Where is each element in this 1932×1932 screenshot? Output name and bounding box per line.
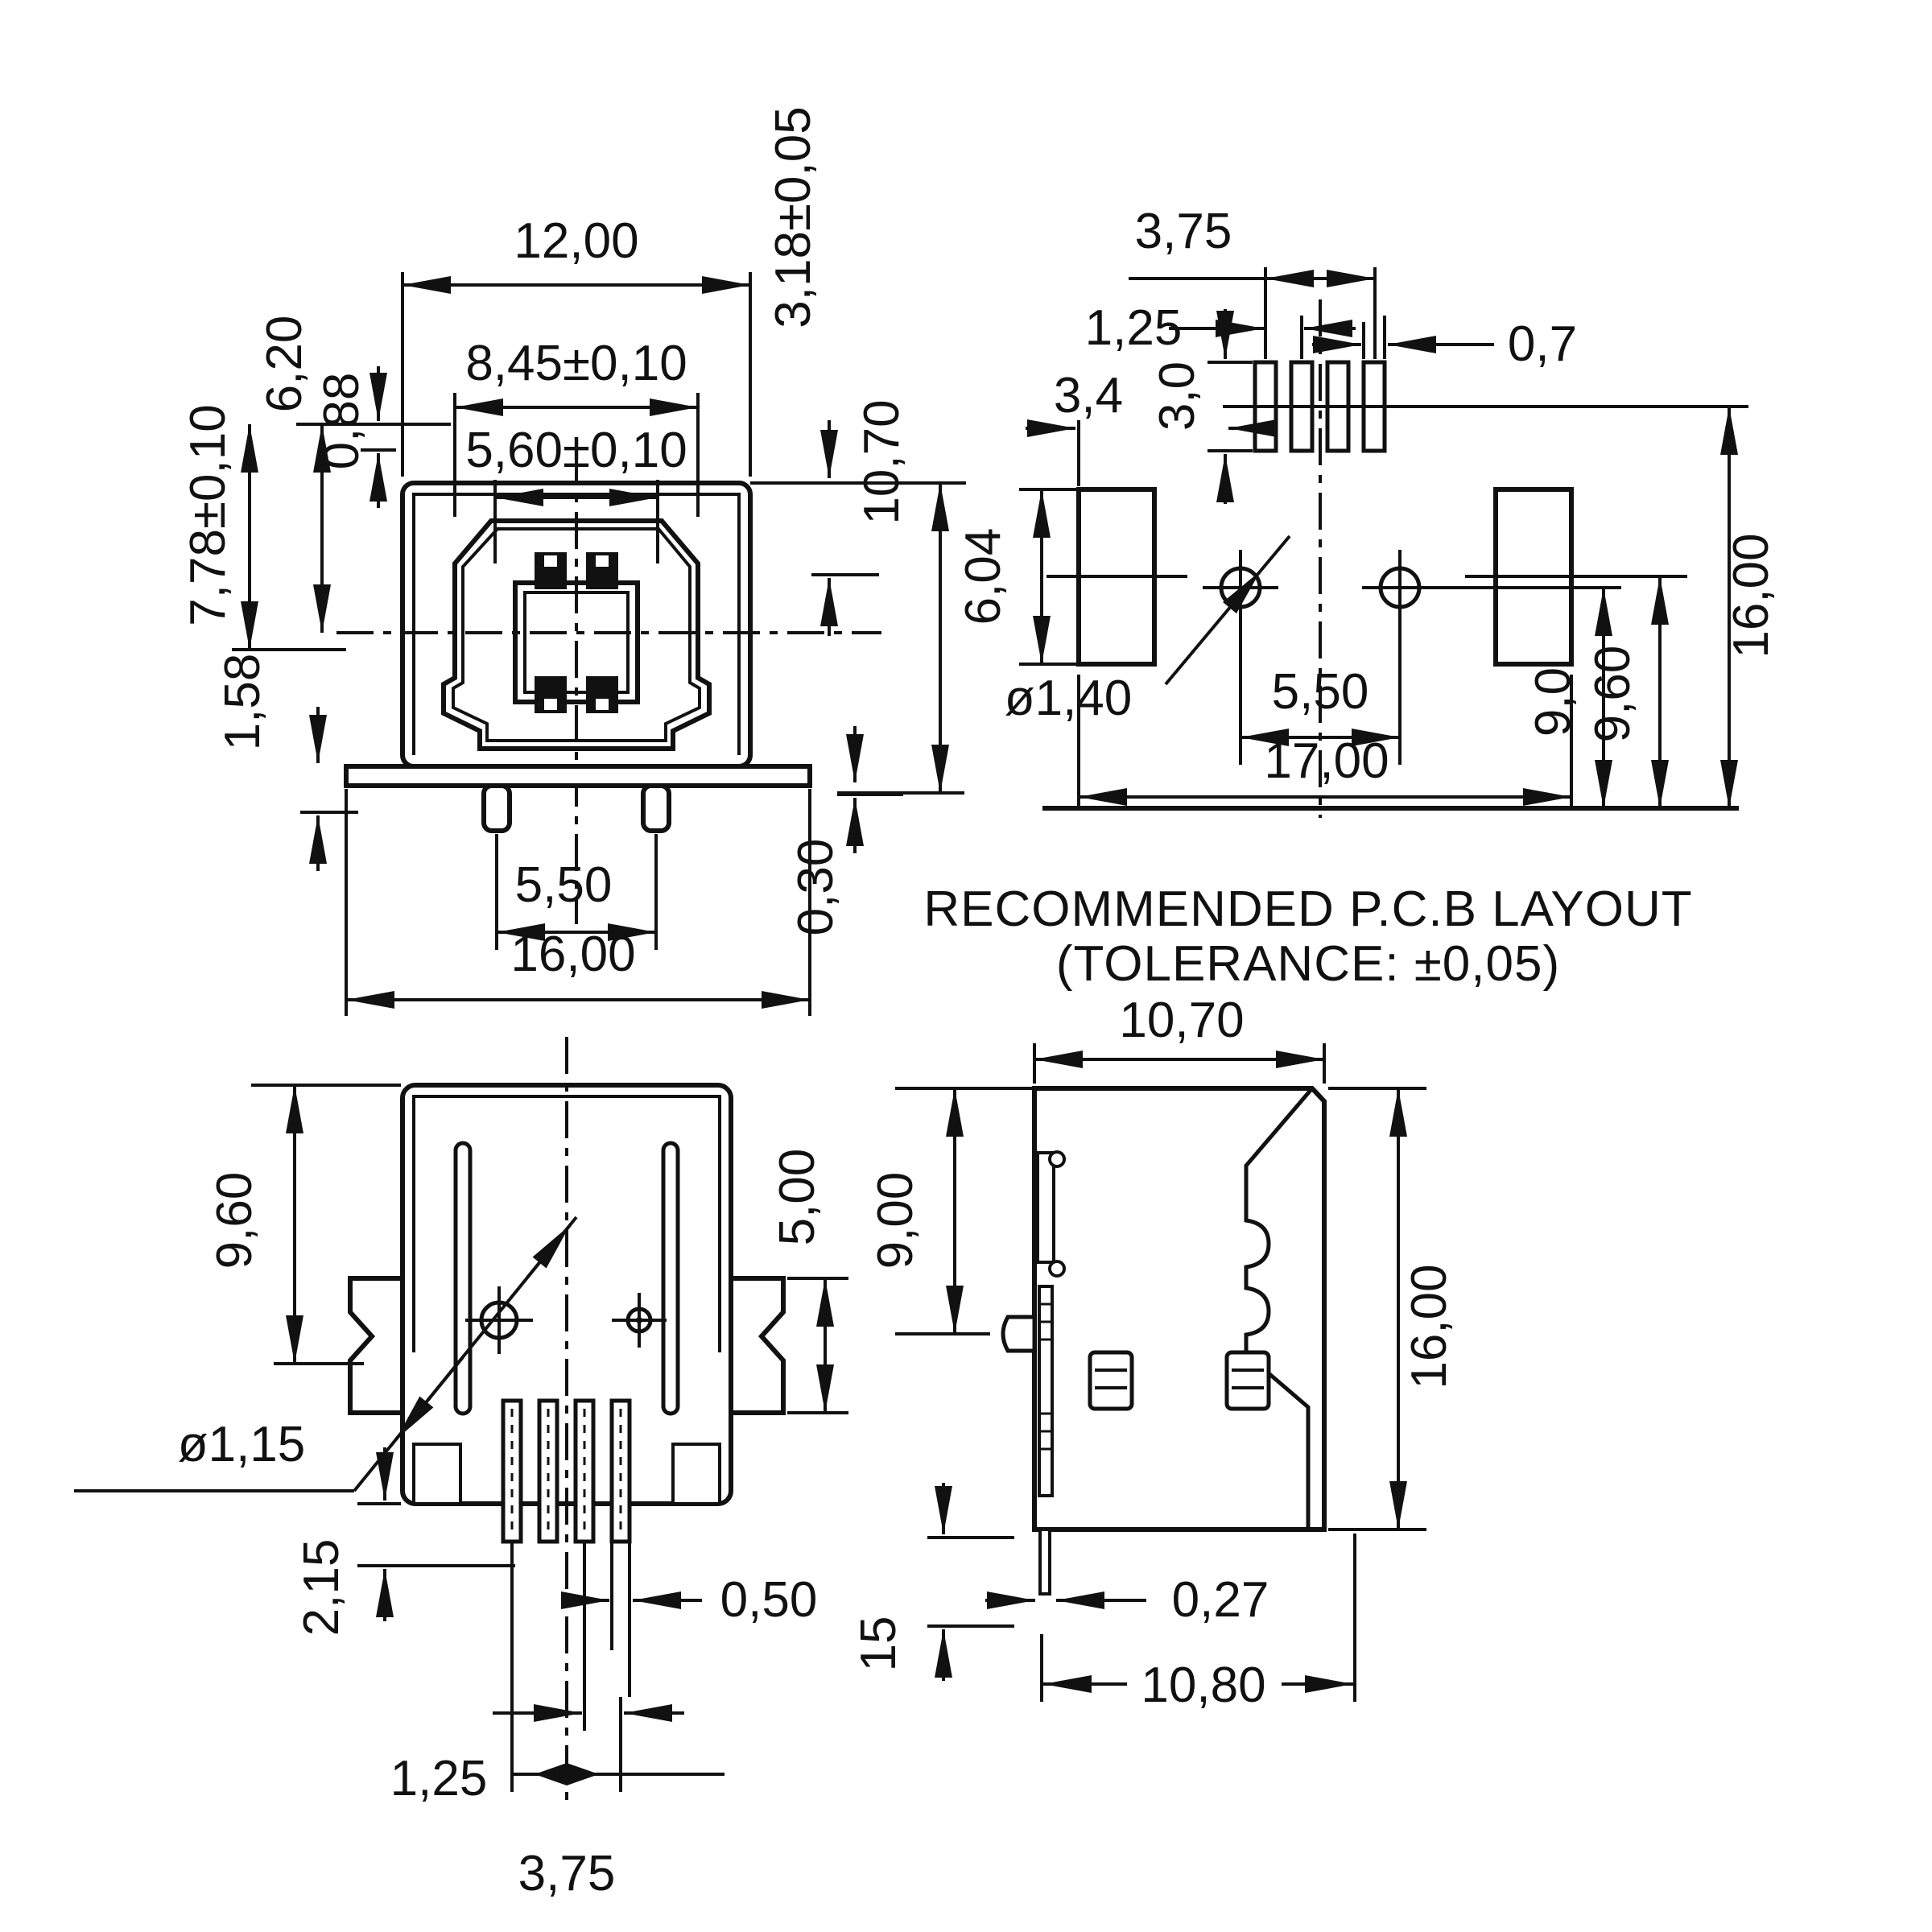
dim-bottom-hole-diameter: ø1,15 — [178, 1417, 306, 1472]
dim-front-pin-spacing: 5,50 — [515, 857, 613, 913]
dim-front-opening-width: 8,45±0,10 — [465, 336, 687, 391]
dim-bottom-pin-pitch: 1,25 — [390, 1751, 488, 1806]
dim-front-top-to-contact: 3,18±0,05 — [766, 106, 821, 328]
side-pin — [1038, 1528, 1051, 1596]
dim-side-body-depth: 10,70 — [1119, 993, 1244, 1048]
pcb-pin-slots — [1253, 360, 1387, 453]
dim-side-upper-height: 9,00 — [868, 1172, 923, 1269]
dim-front-mating-depth: 7,78±0,10 — [180, 404, 236, 625]
front-flange — [344, 764, 812, 788]
side-shield-profile — [1244, 1087, 1314, 1530]
bottom-slot-left — [453, 1141, 473, 1416]
dim-bottom-pin-width: 0,50 — [720, 1572, 818, 1628]
dim-front-flange-height: 1,58 — [215, 654, 270, 751]
front-opening-outline — [441, 518, 712, 751]
bottom-ear-left — [348, 1276, 405, 1415]
bottom-pins — [501, 1398, 632, 1544]
dim-pcb-board-depth: 16,00 — [1724, 533, 1779, 658]
bottom-slot-right — [661, 1141, 680, 1416]
dim-front-contact-step: 0,88 — [314, 373, 369, 470]
pcb-caption-line1: RECOMMENDED P.C.B LAYOUT — [923, 881, 1692, 937]
dim-front-shell-width: 12,00 — [514, 213, 638, 269]
front-pin-left — [481, 783, 512, 833]
dim-pcb-hole-spacing: 5,50 — [1272, 664, 1369, 720]
front-shell — [344, 481, 812, 833]
bottom-corner-box-right — [671, 1443, 721, 1505]
dim-front-shell-height: 10,70 — [854, 399, 910, 524]
dim-front-flange-gap: 0,30 — [788, 839, 844, 936]
bottom-dimension-lines — [251, 1084, 848, 1792]
side-view: 10,70 9,00 16,00 15 0,27 10,80 — [851, 993, 1457, 1713]
side-contact-right — [1224, 1350, 1271, 1411]
front-contacts — [535, 552, 618, 713]
dim-front-tongue-width: 5,60±0,10 — [465, 423, 687, 478]
dim-pcb-slot-offset: 3,4 — [1054, 368, 1123, 423]
dim-pcb-pad-height: 6,04 — [956, 528, 1011, 625]
front-pin-right — [641, 783, 671, 833]
bottom-hole-left — [465, 1286, 533, 1354]
front-centerlines — [336, 448, 881, 924]
front-tongue — [513, 580, 640, 704]
dim-bottom-pin-span: 3,75 — [518, 1846, 616, 1901]
dim-pcb-hole-row-offset: 9,0 — [1525, 667, 1581, 737]
front-dimension-lines — [232, 272, 966, 1016]
dim-pcb-pad-row-offset: 9,60 — [1585, 646, 1641, 743]
pcb-hole-leader — [1164, 535, 1291, 686]
pcb-layout-view: 3,75 1,25 0,7 3,0 3,4 6,04 ø1,40 5,50 17… — [923, 204, 1779, 992]
dim-pcb-slot-pitch: 1,25 — [1085, 300, 1183, 356]
bottom-view: 9,60 5,00 ø1,15 2,15 0,50 1,25 3,75 — [74, 1037, 848, 1901]
dim-pcb-hole-diameter: ø1,40 — [1005, 671, 1133, 726]
side-dimension-lines — [895, 1043, 1426, 1702]
dim-pcb-slot-span: 3,75 — [1135, 204, 1232, 259]
bottom-hole-leader — [74, 1216, 578, 1492]
bottom-shell-inner — [412, 1095, 721, 1352]
front-opening-inner — [452, 527, 701, 742]
front-tongue-inner — [523, 591, 630, 694]
front-view: 12,00 8,45±0,10 5,60±0,10 6,20 0,88 7,78… — [180, 106, 966, 1016]
dim-pcb-slot-height: 3,0 — [1150, 361, 1205, 431]
pcb-dimension-lines — [1019, 267, 1748, 808]
dim-side-overall-depth: 10,80 — [1141, 1657, 1265, 1713]
dim-side-standoff: 15 — [851, 1616, 906, 1672]
front-shell-outline — [400, 481, 753, 769]
side-left-edge-details — [1001, 1150, 1066, 1596]
side-body-outline — [1032, 1086, 1327, 1532]
side-contact-left — [1088, 1350, 1134, 1411]
dim-bottom-pin-row-offset: 2,15 — [294, 1539, 349, 1637]
bottom-hole-right — [612, 1293, 667, 1348]
dim-bottom-shell-depth: 9,60 — [207, 1172, 262, 1269]
dim-pcb-slot-width: 0,7 — [1508, 316, 1577, 372]
bottom-ear-right — [729, 1276, 786, 1415]
dim-pcb-pad-span: 17,00 — [1264, 733, 1389, 789]
pcb-caption-line2: (TOLERANCE: ±0,05) — [1056, 936, 1560, 992]
side-board-lock-tab — [1001, 1315, 1037, 1353]
dim-side-pin-thickness: 0,27 — [1172, 1572, 1269, 1628]
bottom-corner-box-left — [412, 1443, 462, 1505]
dim-front-flange-width: 16,00 — [510, 927, 635, 982]
dim-bottom-ear-height: 5,00 — [770, 1149, 825, 1246]
dim-front-top-to-center: 6,20 — [257, 316, 312, 413]
dim-side-overall-height: 16,00 — [1402, 1264, 1457, 1389]
